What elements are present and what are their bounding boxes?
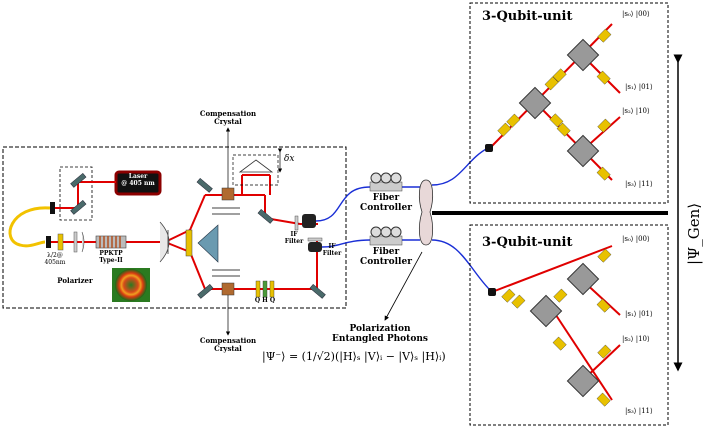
unit-bottom-optics	[488, 245, 621, 407]
delta-x-label: δx	[284, 154, 295, 164]
unit-top-state-2: |s₂⟩ |10⟩	[622, 107, 650, 115]
ppktp-label: PPKTP Type-II	[95, 250, 127, 264]
fiber-holder	[418, 179, 434, 246]
qhq-label: Q H Q	[254, 297, 276, 304]
comp-bottom-label: Compensation Crystal	[198, 337, 258, 352]
if-filter-top-line2: Filter	[284, 237, 304, 245]
comp-top-label-line1: Compensation	[199, 109, 257, 118]
ppktp-crystal	[95, 235, 127, 249]
laser-label: Laser @ 405 nm	[116, 173, 160, 187]
coupler-top	[302, 214, 316, 228]
waveplate-label-line2: 405nm	[44, 258, 66, 266]
compensation-waveplate	[185, 229, 193, 257]
photons-line1: Polarization	[349, 324, 411, 334]
pump-fiber	[8, 206, 51, 248]
waveplate-label-line1: λ/2@	[47, 252, 63, 259]
unit-bottom-state-0: |s₀⟩ |00⟩	[622, 235, 650, 243]
half-waveplate	[57, 233, 64, 251]
fiber-bottom-line2: Controller	[360, 256, 412, 267]
fiber-controller-bottom	[369, 226, 403, 246]
laser-label-line2: @ 405 nm	[121, 179, 155, 187]
comp-top-label: Compensation Crystal	[198, 110, 258, 125]
if-filter-bottom-element	[307, 237, 323, 242]
if-filter-top-label: IF Filter	[284, 231, 304, 245]
collimating-lens	[159, 221, 170, 263]
unit-box-bottom	[469, 224, 669, 426]
unit-top-state-0: |s₀⟩ |00⟩	[622, 10, 650, 18]
ppktp-label-line1: PPKTP	[99, 250, 123, 257]
fiber-controller-top	[369, 172, 403, 192]
photons-arrow	[384, 251, 423, 321]
mirrors	[70, 172, 326, 299]
comp-top-label-line2: Crystal	[214, 116, 242, 126]
polarizer-label: Polarizer	[57, 276, 93, 285]
ppktp-label-line2: Type-II	[99, 256, 123, 264]
bell-state-equation: |Ψ⁻⟩ = (1/√2)(|H⟩ₛ |V⟩ᵢ − |V⟩ₛ |H⟩ᵢ)	[262, 350, 446, 363]
waveplate-label: λ/2@ 405nm	[40, 252, 70, 266]
fiber-top-line1: Fiber	[372, 193, 400, 203]
if-filter-bottom-line2: Filter	[322, 249, 342, 257]
photons-label: Polarization Entangled Photons	[320, 324, 440, 345]
fiber-bottom-line1: Fiber	[372, 247, 400, 257]
unit-bottom-state-1: |s₁⟩ |01⟩	[625, 310, 653, 318]
unit-top-optics	[485, 23, 621, 181]
fiber-coupler-left	[46, 236, 51, 248]
unit-box-top	[469, 2, 669, 204]
compensation-crystal-top	[221, 187, 235, 201]
comp-bottom-label-line1: Compensation	[199, 336, 257, 345]
fiber-top-line2: Controller	[360, 202, 412, 213]
coupler-bottom	[308, 242, 322, 252]
if-filter-top-line1: IF	[290, 231, 298, 238]
unit-top-state-1: |s₁⟩ |01⟩	[625, 83, 653, 91]
fiber-controller-bottom-label: Fiber Controller	[358, 247, 414, 268]
prism-mirror	[197, 224, 219, 263]
if-filter-bottom-line1: IF	[328, 243, 336, 250]
spdc-ring	[115, 269, 147, 301]
gen-state-label: |Ψ_Gen⟩	[685, 202, 703, 265]
qhq-plates	[255, 280, 275, 298]
lens-left	[81, 231, 85, 253]
unit-title-bottom: 3-Qubit-unit	[482, 235, 573, 250]
unit-title-top: 3-Qubit-unit	[482, 9, 573, 24]
unit-bottom-state-3: |s₃⟩ |11⟩	[625, 407, 653, 415]
unit-top-state-3: |s₃⟩ |11⟩	[625, 180, 653, 188]
delay-prism	[238, 159, 274, 173]
fiber-controller-top-label: Fiber Controller	[358, 193, 414, 214]
if-filter-top-element	[294, 215, 299, 231]
beam-dividers	[212, 207, 240, 277]
setup-frame	[2, 146, 347, 309]
laser-mirror-box	[59, 166, 93, 221]
pump-beam	[50, 174, 318, 290]
unit-bottom-state-2: |s₂⟩ |10⟩	[622, 335, 650, 343]
if-filter-bottom-label: IF Filter	[322, 243, 342, 257]
comp-bottom-label-line2: Crystal	[214, 343, 242, 353]
photons-line2: Entangled Photons	[332, 333, 428, 344]
fiber-coupler-top	[50, 202, 55, 214]
polarizer-element	[73, 231, 78, 253]
compensation-crystal-bottom	[221, 282, 235, 296]
fibers	[315, 147, 491, 291]
laser-label-line1: Laser	[128, 173, 148, 180]
